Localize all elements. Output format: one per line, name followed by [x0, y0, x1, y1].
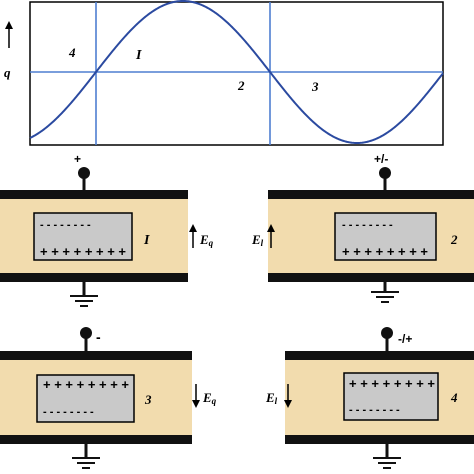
cell-1-ground-icon — [70, 295, 98, 307]
region-label-1: I — [135, 48, 142, 63]
cell-3-upper-charges: + + + + + + + + — [43, 377, 129, 392]
region-label-2: 2 — [237, 78, 245, 93]
cell-1: + - - - - - - - - + + + + + + + + I Eq — [0, 152, 214, 307]
region-label-3: 3 — [311, 79, 319, 94]
cell-2-number: 2 — [450, 232, 458, 247]
cell-4-terminal-sign: -/+ — [398, 332, 412, 346]
cell-1-bottom-electrode — [0, 273, 188, 282]
cell-2-field-label: El — [251, 232, 264, 248]
cell-2-inner-box — [334, 212, 437, 261]
cell-4-ground-icon — [373, 457, 401, 469]
cell-1-field-arrow-icon — [189, 224, 197, 248]
cell-3-field-arrow-icon — [192, 384, 200, 408]
charge-curve — [29, 0, 444, 145]
cell-1-inner-box — [33, 212, 133, 261]
cell-3: - + + + + + + + + - - - - - - - - 3 Eq — [0, 327, 217, 469]
cell-2-field-arrow-icon — [267, 224, 275, 248]
cell-3-field-label: Eq — [202, 390, 217, 406]
cell-4-field-label: El — [265, 390, 278, 406]
cell-4-terminal — [381, 327, 393, 339]
cell-3-top-electrode — [0, 351, 192, 360]
cell-3-terminal — [80, 327, 92, 339]
cell-2-terminal-sign: +/- — [374, 152, 388, 166]
graph-frame — [29, 1, 444, 146]
cell-2-top-electrode — [268, 190, 474, 199]
cell-3-ground-icon — [72, 457, 100, 469]
cell-4-lower-charges: - - - - - - - - — [349, 404, 400, 416]
cell-4: -/+ + + + + + + + + - - - - - - - - 4 El — [265, 327, 474, 469]
cell-1-top-electrode — [0, 190, 188, 199]
cell-1-number: I — [143, 233, 150, 248]
cell-1-upper-charges: - - - - - - - - — [40, 219, 91, 231]
cell-2: +/- - - - - - - - - + + + + + + + + 2 El — [251, 152, 474, 303]
cell-3-number: 3 — [144, 392, 152, 407]
cell-3-inner-box — [36, 374, 135, 423]
cell-2-terminal — [379, 167, 391, 179]
cell-2-upper-charges: - - - - - - - - — [342, 219, 393, 231]
y-axis-arrow — [5, 21, 13, 48]
cell-1-terminal-sign: + — [74, 152, 81, 166]
cell-2-lower-charges: + + + + + + + + — [342, 244, 428, 259]
cell-1-lower-charges: + + + + + + + + — [40, 244, 126, 259]
cell-4-upper-charges: + + + + + + + + — [349, 376, 435, 391]
region-label-4: 4 — [68, 45, 76, 60]
y-axis-label: q — [4, 65, 11, 80]
cell-2-ground-icon — [371, 291, 399, 303]
cell-1-terminal — [78, 167, 90, 179]
cell-1-field-label: Eq — [199, 232, 214, 248]
cell-2-bottom-electrode — [268, 273, 474, 282]
cell-4-number: 4 — [450, 390, 458, 405]
cell-3-terminal-sign: - — [96, 329, 101, 345]
cell-3-bottom-electrode — [0, 435, 192, 444]
cell-4-bottom-electrode — [285, 435, 474, 444]
cell-4-inner-box — [343, 372, 439, 421]
cell-3-lower-charges: - - - - - - - - — [43, 406, 94, 418]
cell-4-field-arrow-icon — [284, 384, 292, 408]
cell-4-top-electrode — [285, 351, 474, 360]
charge-graph: q 4 I 2 3 — [4, 0, 444, 146]
